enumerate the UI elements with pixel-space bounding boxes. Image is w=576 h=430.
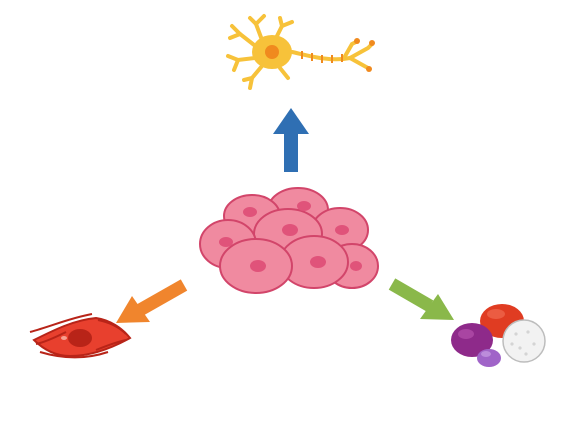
arrow-up-icon [273,108,309,172]
blood-cells-icon [451,304,546,367]
arrow-down-right-icon [388,278,454,320]
arrow-down-left-icon [116,279,188,323]
stem-cell-cluster-icon [199,187,379,294]
neuron-icon [226,14,375,90]
muscle-cell-icon [29,313,132,359]
